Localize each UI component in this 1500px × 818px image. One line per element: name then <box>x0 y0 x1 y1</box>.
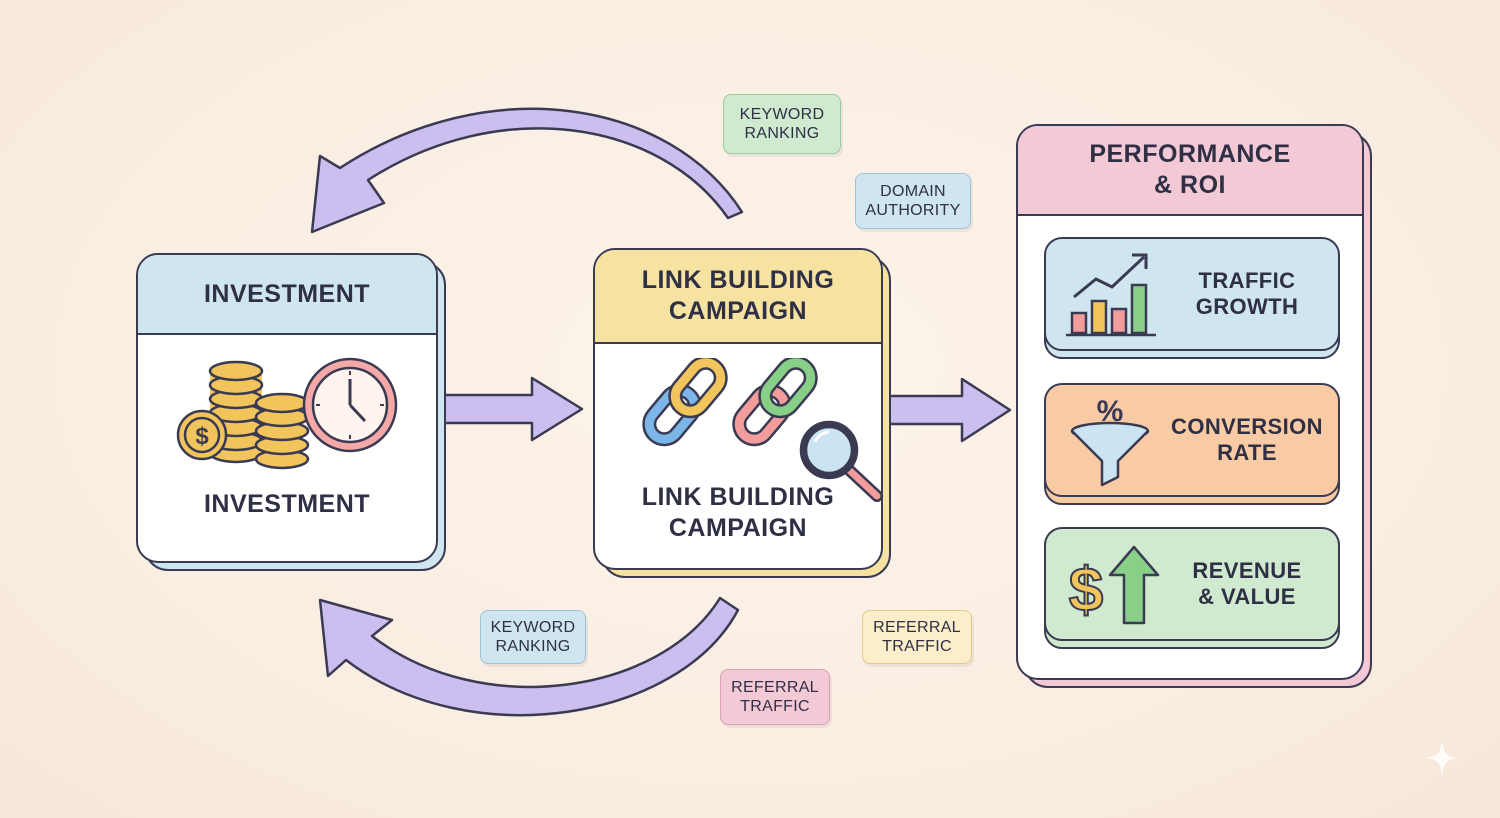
metric-conversion-rate-label: CONVERSION RATE <box>1171 414 1323 465</box>
tag-keyword-ranking-bottom: KEYWORD RANKING <box>480 610 586 664</box>
dollar-coin-icon: $ <box>176 409 228 461</box>
tag-domain-authority: DOMAIN AUTHORITY <box>855 173 971 229</box>
top-feedback-arrow <box>310 107 744 234</box>
coin-stack-icon <box>254 392 310 470</box>
tag-keyword-ranking-top: KEYWORD RANKING <box>723 94 841 154</box>
investment-label: INVESTMENT <box>203 490 371 518</box>
performance-card: PERFORMANCE & ROI TRAFFIC GROWTH % <box>1016 124 1372 688</box>
clock-icon <box>302 357 398 453</box>
percent-funnel-icon: % <box>1070 395 1150 487</box>
dollar-up-arrow-icon: $ <box>1068 545 1160 626</box>
arrow-investment-to-campaign <box>434 376 584 442</box>
investment-card: INVESTMENT <box>136 253 446 571</box>
campaign-label: LINK BUILDING CAMPAIGN <box>641 483 835 542</box>
arrow-campaign-to-performance <box>878 377 1012 443</box>
metric-revenue-value: $ REVENUE & VALUE <box>1044 527 1340 649</box>
metric-conversion-rate: % CONVERSION RATE <box>1044 383 1340 505</box>
chain-link-icon <box>642 358 728 447</box>
investment-illustration: $ <box>176 357 398 470</box>
performance-header: PERFORMANCE & ROI <box>1018 126 1362 216</box>
tag-referral-traffic-right: REFERRAL TRAFFIC <box>862 610 972 664</box>
chain-link-icon <box>732 358 818 447</box>
bar-chart-growth-icon <box>1066 253 1156 337</box>
magnifier-icon <box>799 420 883 502</box>
tag-referral-traffic-bottom: REFERRAL TRAFFIC <box>720 669 830 725</box>
investment-header: INVESTMENT <box>138 255 436 335</box>
metric-revenue-value-label: REVENUE & VALUE <box>1192 558 1302 609</box>
svg-text:$: $ <box>1069 556 1103 625</box>
sparkle-icon <box>1426 740 1458 776</box>
bottom-feedback-arrow <box>318 596 740 717</box>
campaign-header: LINK BUILDING CAMPAIGN <box>595 250 881 344</box>
campaign-illustration <box>642 358 818 447</box>
metric-traffic-growth: TRAFFIC GROWTH <box>1044 237 1340 359</box>
metric-traffic-growth-label: TRAFFIC GROWTH <box>1195 268 1299 319</box>
svg-text:$: $ <box>195 423 209 450</box>
campaign-card: LINK BUILDING CAMPAIGN LINK BUILDING CAM… <box>593 248 891 578</box>
